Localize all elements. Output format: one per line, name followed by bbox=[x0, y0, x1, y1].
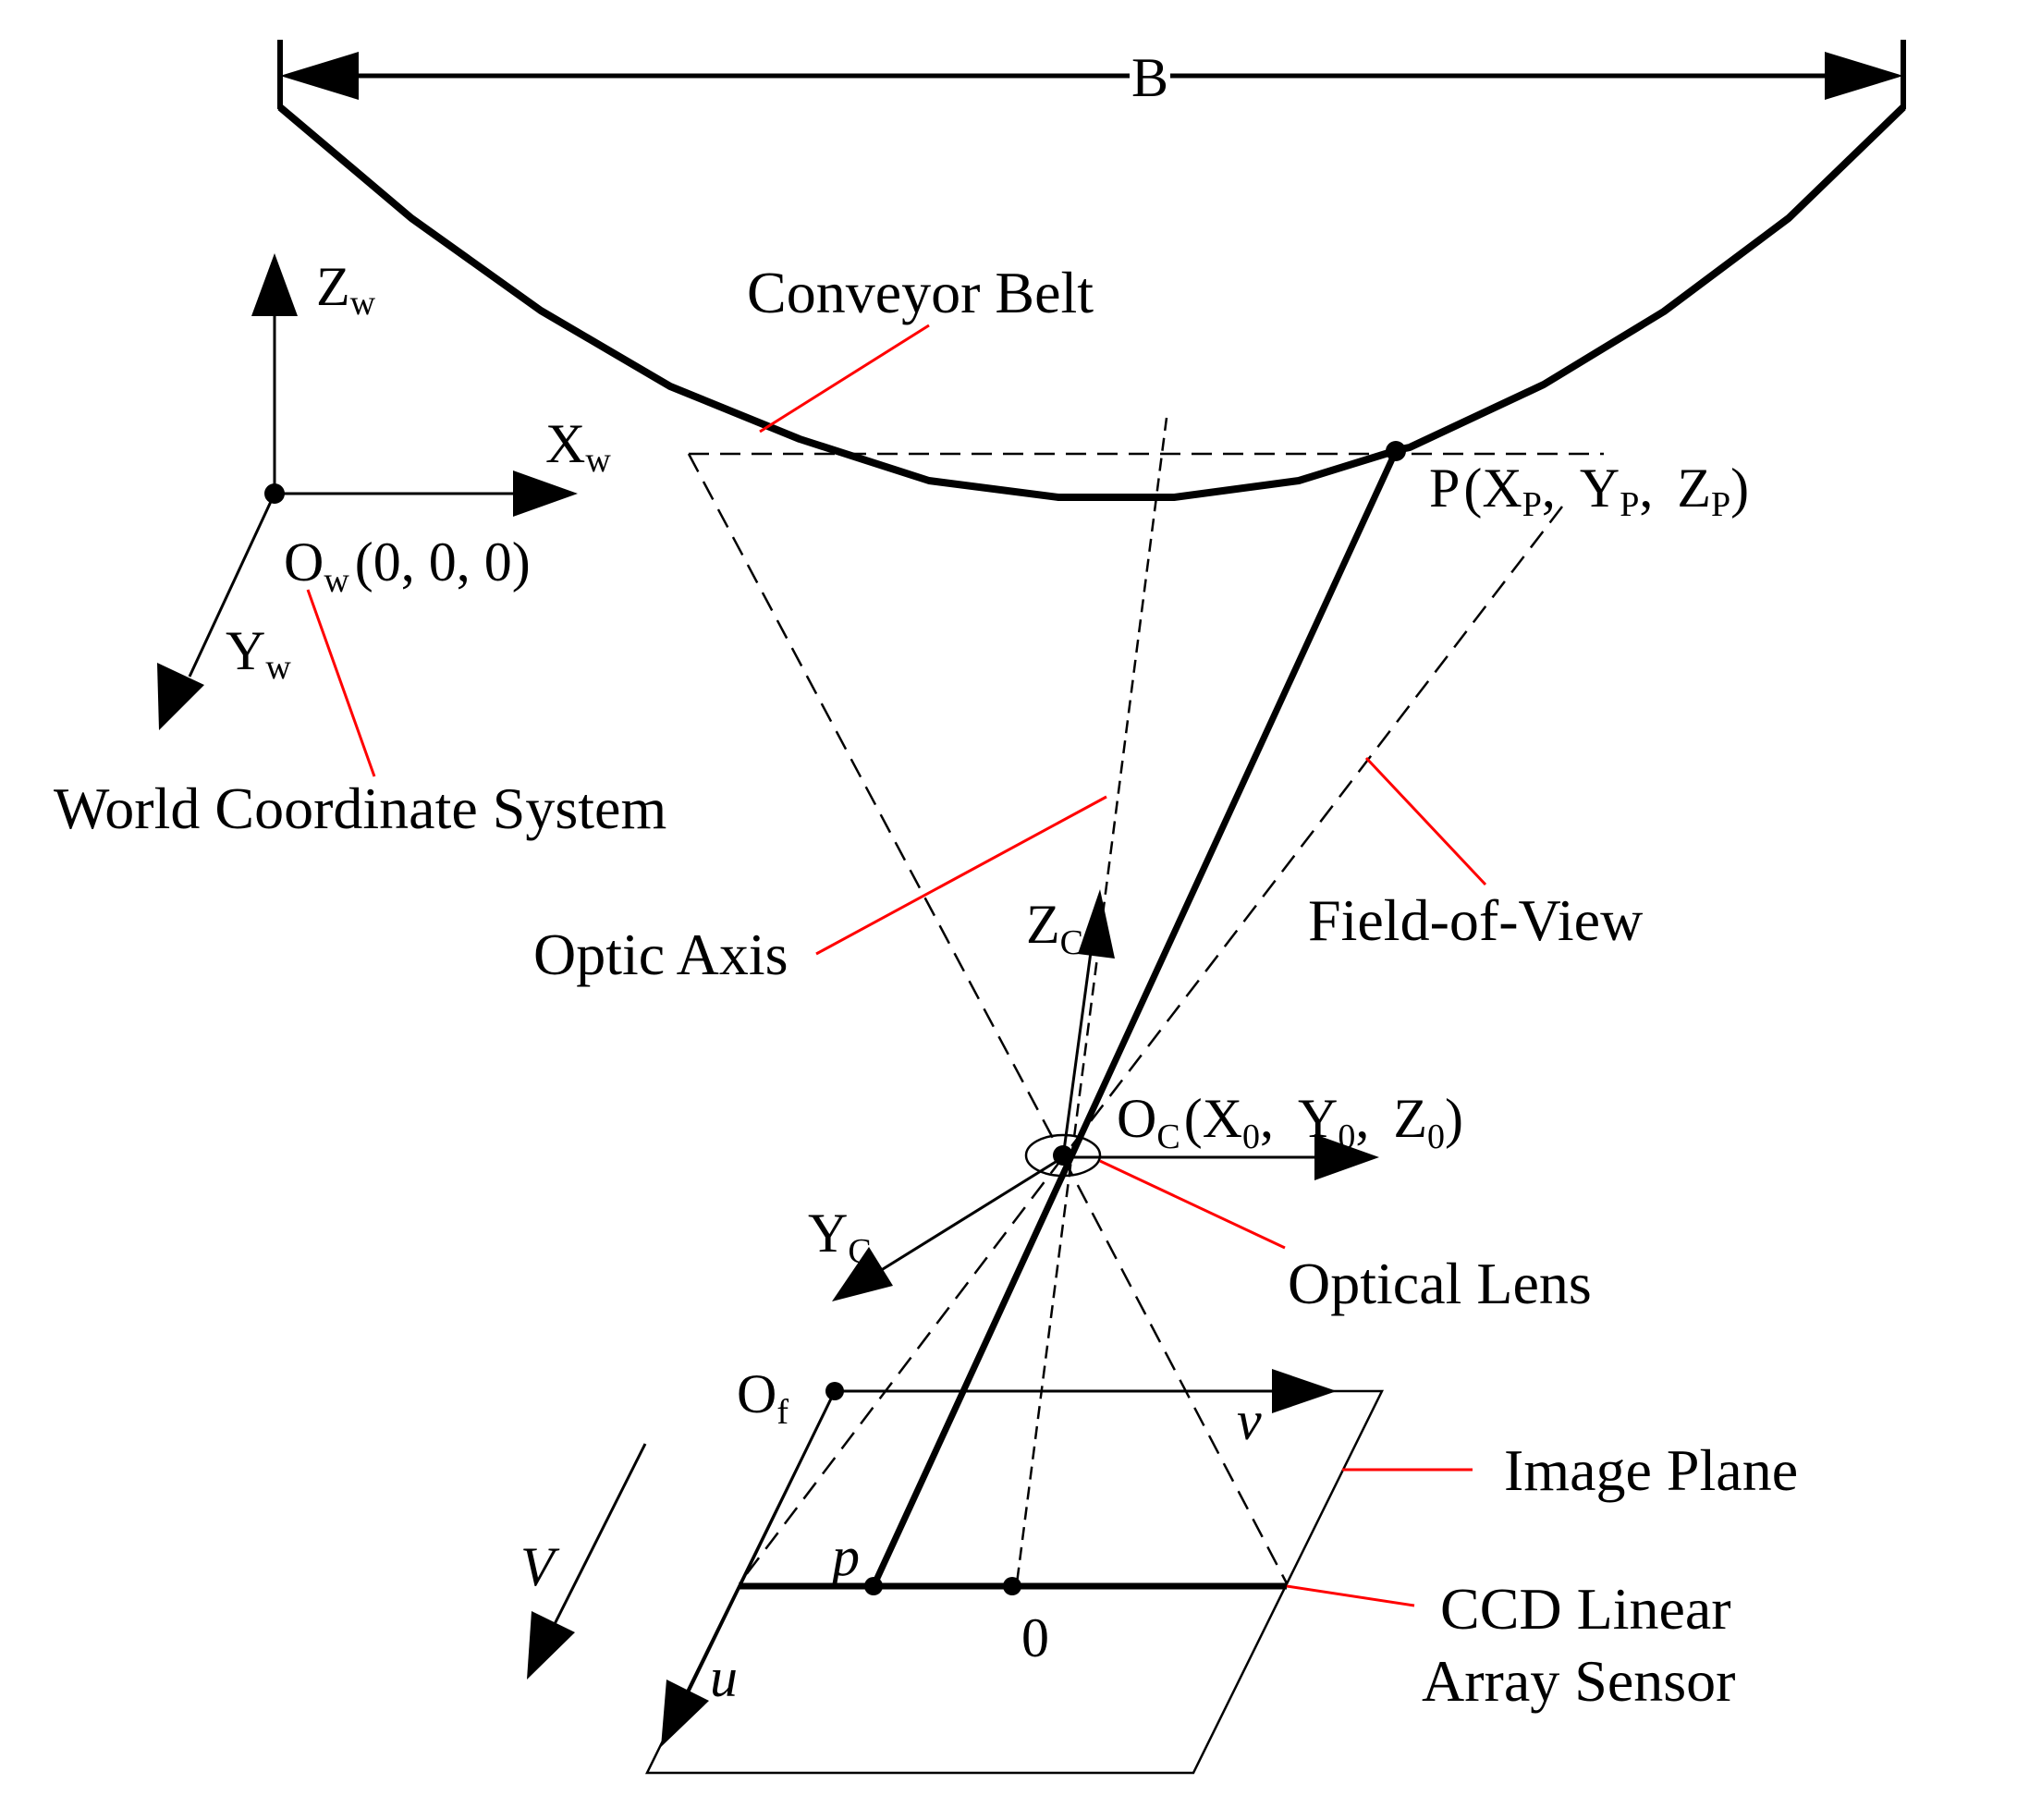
conveyor-belt-label: Conveyor Belt bbox=[747, 260, 1094, 325]
image-v-arrow bbox=[1272, 1369, 1337, 1413]
image-u-arrow bbox=[661, 1680, 709, 1747]
leader-field-of-view bbox=[1364, 756, 1487, 886]
camera-coordinate-axes bbox=[832, 889, 1379, 1301]
camera-y-arrow bbox=[832, 1247, 893, 1301]
optic-axis-line bbox=[1015, 417, 1168, 1584]
optical-lens-shape bbox=[1024, 1133, 1102, 1178]
image-plane-label: Image Plane bbox=[1504, 1437, 1798, 1503]
image-zero-label: 0 bbox=[1021, 1607, 1049, 1668]
dimension-arrow-right bbox=[1825, 52, 1903, 100]
field-of-view-lines bbox=[687, 452, 1604, 1584]
camera-z-axis bbox=[1061, 951, 1093, 1158]
world-y-label: Yw bbox=[226, 620, 291, 687]
world-origin-label: Ow(0, 0, 0) bbox=[284, 531, 531, 600]
world-y-arrow bbox=[157, 663, 204, 730]
image-plane bbox=[644, 1369, 1385, 1775]
field-of-view-label: Field-of-View bbox=[1308, 887, 1643, 953]
world-x-label: Xw bbox=[545, 413, 611, 480]
image-v-label: v bbox=[1237, 1390, 1262, 1451]
world-z-label: Zw bbox=[316, 256, 376, 323]
image-origin-label: Of bbox=[737, 1363, 788, 1432]
camera-z-label: ZC bbox=[1026, 894, 1083, 962]
ccd-sensor-label-line1: CCD Linear bbox=[1440, 1576, 1731, 1642]
belt-width-label: B bbox=[1131, 47, 1168, 108]
ccd-sensor-label-line2: Array Sensor bbox=[1422, 1648, 1735, 1714]
world-y-axis bbox=[188, 493, 276, 678]
camera-y-label: YC bbox=[808, 1203, 872, 1271]
leader-lines bbox=[306, 324, 1487, 1607]
velocity-label: V bbox=[520, 1536, 560, 1597]
conveyor-belt-curve bbox=[277, 104, 1906, 501]
leader-conveyor-belt bbox=[759, 324, 930, 434]
fov-left-upper bbox=[687, 453, 1065, 1158]
image-point-p-dot bbox=[864, 1577, 883, 1595]
velocity-arrow bbox=[527, 1611, 575, 1680]
point-p-label: P(XP,YP,ZP) bbox=[1429, 458, 1749, 524]
camera-y-axis bbox=[874, 1155, 1064, 1276]
leader-optical-lens bbox=[1099, 1159, 1286, 1250]
world-z-arrow bbox=[251, 253, 298, 316]
world-origin-dot bbox=[264, 483, 285, 504]
optic-axis-label: Optic Axis bbox=[533, 922, 788, 987]
velocity-indicator bbox=[527, 1443, 647, 1680]
camera-z-arrow bbox=[1078, 889, 1115, 959]
world-coordinate-axes bbox=[157, 253, 578, 730]
image-zero-dot bbox=[1003, 1577, 1021, 1595]
world-coordinate-system-label: World Coordinate System bbox=[54, 776, 666, 841]
velocity-line bbox=[553, 1443, 647, 1625]
image-p-label: p bbox=[828, 1526, 860, 1587]
leader-world-coordinate-system bbox=[306, 589, 376, 777]
camera-origin-dot bbox=[1053, 1145, 1073, 1166]
fov-right-upper bbox=[1062, 506, 1563, 1158]
image-u-label: u bbox=[710, 1647, 738, 1708]
optical-lens-label: Optical Lens bbox=[1288, 1251, 1592, 1316]
fov-left-lower bbox=[1061, 1156, 1289, 1584]
camera-origin-label: OC(X0,Y0,Z0) bbox=[1117, 1088, 1463, 1156]
projection-ray bbox=[870, 449, 1400, 1588]
camera-x-arrow bbox=[1314, 1134, 1379, 1180]
image-u-axis bbox=[687, 1390, 837, 1692]
dimension-arrow-left bbox=[280, 52, 359, 100]
leader-optic-axis bbox=[815, 795, 1107, 956]
fov-right-lower bbox=[739, 1156, 1064, 1584]
world-x-arrow bbox=[513, 470, 578, 517]
belt-width-dimension: B bbox=[277, 40, 1906, 109]
leader-ccd-sensor bbox=[1286, 1584, 1415, 1607]
